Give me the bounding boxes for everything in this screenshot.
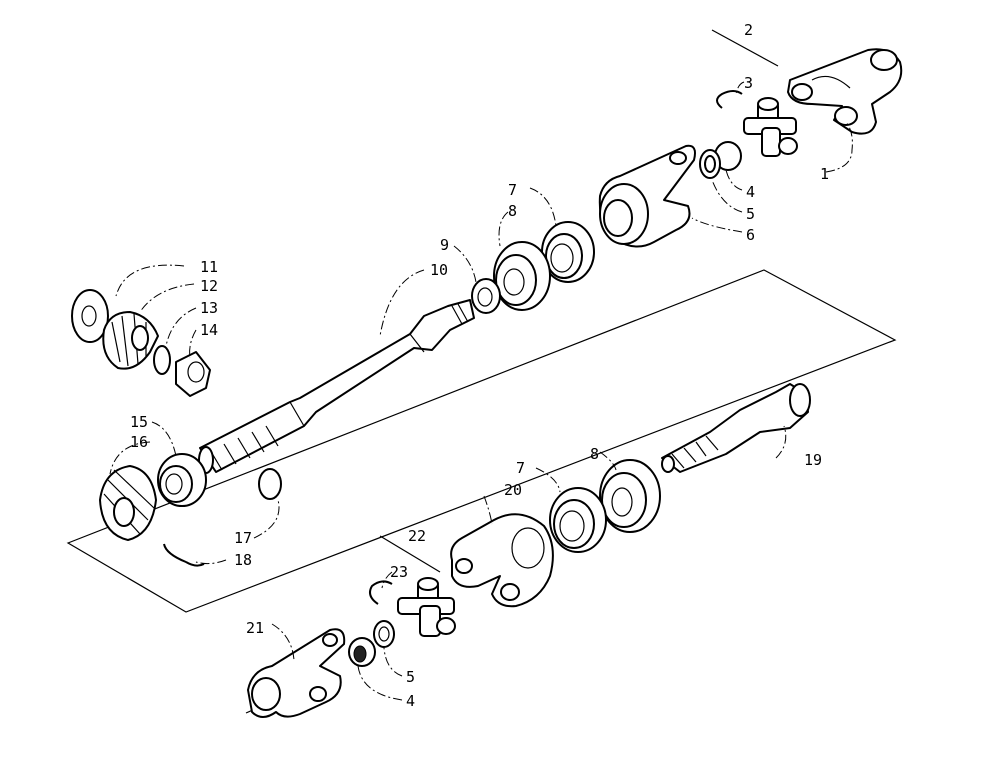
- part-21-yoke: [247, 628, 346, 718]
- callout-8-lower: 8: [590, 445, 599, 463]
- callout-6: 6: [746, 226, 755, 244]
- callout-14: 14: [200, 321, 218, 339]
- part-8-bearing-lower: [599, 459, 661, 533]
- part-16-ring-gear: [99, 465, 157, 541]
- callout-4-lower: 4: [406, 692, 415, 710]
- part-18-snap-ring: [163, 543, 205, 567]
- part-3-snap-ring: [716, 90, 743, 109]
- callout-labels: 1 2 3 4 5 6 7 8 9 10 11 12 13 14 15 16 1…: [130, 21, 829, 710]
- upper-universal-joint-cross: [743, 97, 798, 157]
- lower-universal-joint-cross: [397, 577, 456, 637]
- callout-7-upper: 7: [508, 181, 517, 199]
- callout-12: 12: [200, 277, 218, 295]
- axis-lines: [245, 29, 779, 714]
- callout-19: 19: [804, 451, 822, 469]
- part-7-seal-upper: [541, 221, 595, 283]
- callout-8-upper: 8: [508, 202, 517, 220]
- callout-4-upper: 4: [746, 183, 755, 201]
- part-10-shaft: [198, 299, 475, 474]
- part-12-bevel-gear: [102, 311, 159, 370]
- callout-13: 13: [200, 299, 218, 317]
- callout-15: 15: [130, 413, 148, 431]
- callout-9: 9: [440, 236, 449, 254]
- callout-2: 2: [744, 21, 753, 39]
- part-19-output-shaft: [661, 383, 811, 473]
- upper-bearing-cap-and-washer: [699, 141, 742, 179]
- part-6-flange-yoke: [598, 144, 696, 248]
- callout-5-lower: 5: [406, 668, 415, 686]
- callout-23: 23: [390, 563, 408, 581]
- part-1-yoke: [787, 48, 903, 135]
- part-13-washer: [153, 345, 171, 375]
- callout-22: 22: [408, 527, 426, 545]
- callout-17: 17: [234, 529, 252, 547]
- part-7-seal-lower: [549, 487, 607, 553]
- callout-21: 21: [246, 619, 264, 637]
- part-20-flange-yoke: [450, 513, 554, 608]
- assembly-plane: [66, 269, 897, 613]
- callout-1: 1: [820, 165, 829, 183]
- part-15-bearing: [157, 453, 207, 507]
- callout-5-upper: 5: [746, 205, 755, 223]
- part-14-nut: [175, 351, 211, 397]
- part-11-washer: [71, 289, 109, 343]
- callout-7-lower: 7: [516, 459, 525, 477]
- callout-3: 3: [744, 74, 753, 92]
- part-9-washer: [471, 278, 501, 314]
- part-23-snap-ring: [369, 580, 393, 605]
- callout-18: 18: [234, 551, 252, 569]
- callout-16: 16: [130, 433, 148, 451]
- part-17-o-ring: [258, 468, 282, 500]
- callout-10: 10: [430, 261, 448, 279]
- callout-20: 20: [504, 481, 522, 499]
- lower-bearing-cap-and-washer: [348, 620, 395, 667]
- leader-lines: [109, 81, 853, 701]
- callout-11: 11: [200, 258, 218, 276]
- part-8-bearing-upper: [493, 241, 551, 311]
